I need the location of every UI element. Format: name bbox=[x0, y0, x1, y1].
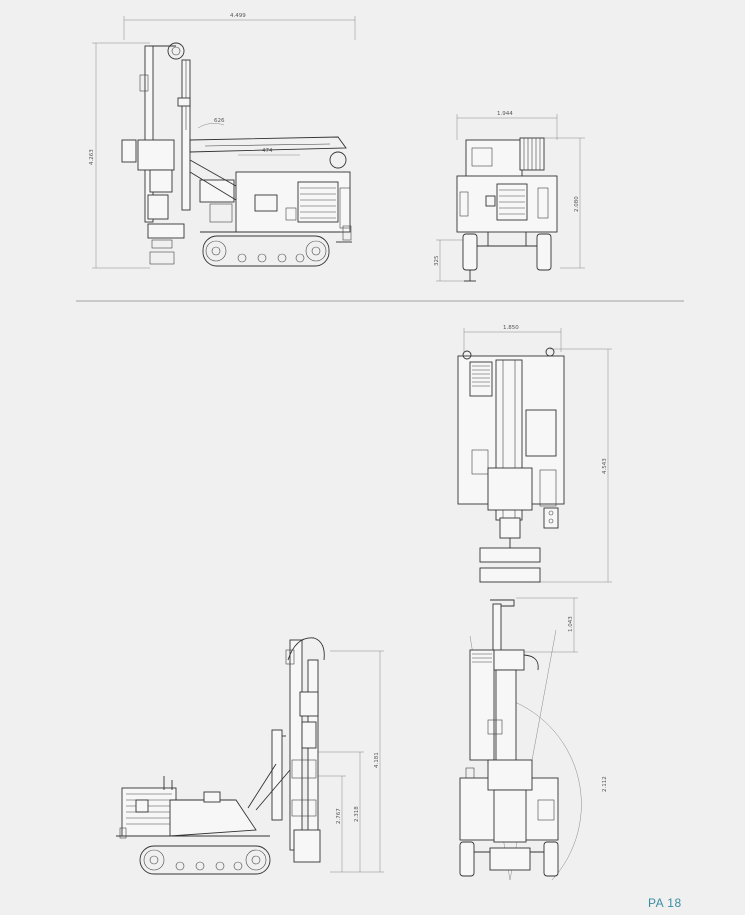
page-label: PA 18 bbox=[648, 896, 682, 910]
dim-ground-clearance: 325 bbox=[434, 255, 440, 266]
dim-height-total: 4.181 bbox=[374, 752, 380, 768]
side-view-transport: 4.499 4.263 626 474 bbox=[89, 13, 356, 269]
rear-view-transport: 1.944 2.080 325 bbox=[434, 111, 585, 282]
top-view: 1.850 4.543 bbox=[457, 325, 612, 583]
dim-radius: 2.112 bbox=[602, 776, 608, 792]
dim-top-width: 1.850 bbox=[503, 325, 519, 331]
side-view-working: 4.181 2.318 2.767 bbox=[116, 637, 384, 875]
dim-rear-width: 1.944 bbox=[497, 111, 513, 117]
dim-b: 474 bbox=[262, 148, 273, 154]
dim-overall-height: 4.263 bbox=[89, 149, 95, 165]
front-view-working: 1.043 2.112 bbox=[459, 597, 608, 881]
dim-overall-length: 4.499 bbox=[230, 13, 246, 19]
dim-height-mid: 2.767 bbox=[336, 808, 342, 824]
dim-height-low: 2.318 bbox=[354, 806, 360, 822]
dim-rear-height: 2.080 bbox=[574, 196, 580, 212]
dim-mast-extension: 1.043 bbox=[568, 616, 574, 632]
dim-top-length: 4.543 bbox=[602, 458, 608, 474]
dim-a: 626 bbox=[214, 118, 225, 124]
